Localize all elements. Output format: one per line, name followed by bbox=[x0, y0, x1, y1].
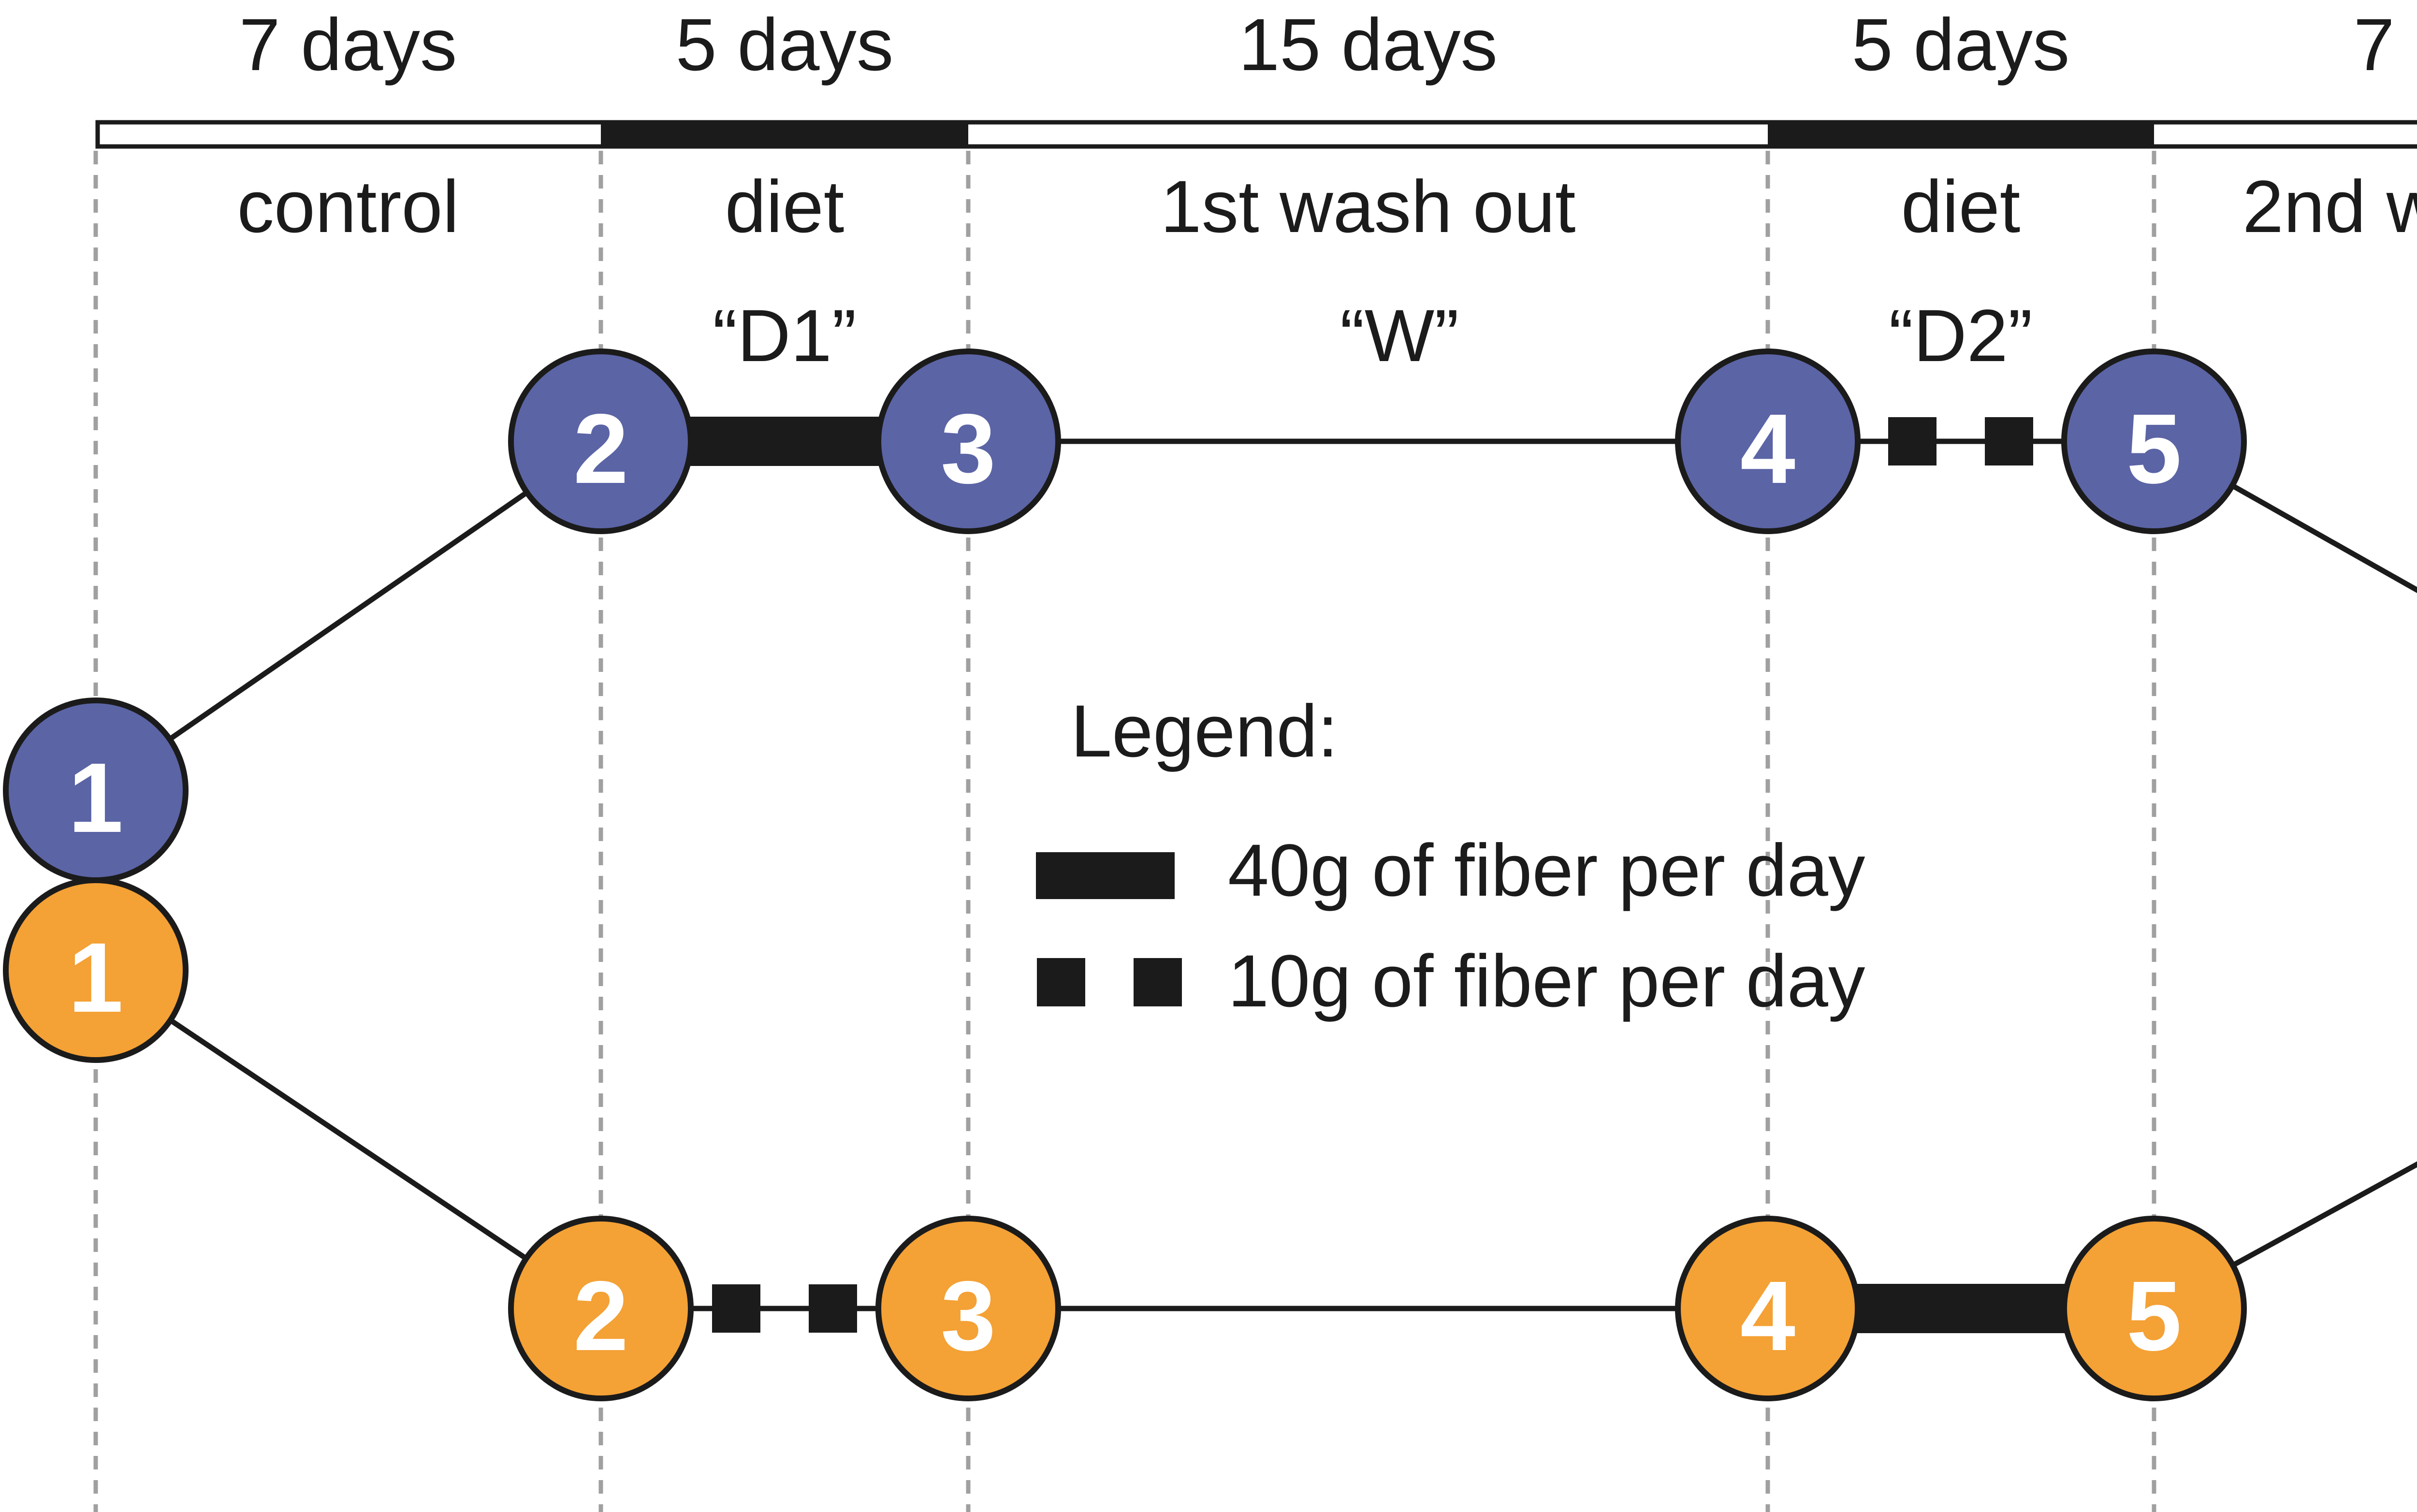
node-orange-3 bbox=[875, 1216, 1061, 1401]
phase-label-diet2: diet bbox=[1901, 165, 2021, 248]
legend-item-40g-label: 40g of fiber per day bbox=[1228, 829, 1865, 912]
dose-10g-square-blue-a bbox=[1888, 417, 1937, 465]
phase-label-diet1: diet bbox=[725, 165, 844, 248]
legend: Legend: 40g of fiber per day 10g of fibe… bbox=[1036, 690, 1865, 1022]
node-blue-1-number: 1 bbox=[68, 742, 123, 853]
legend-10g-square-icon-a bbox=[1037, 958, 1085, 1006]
duration-label-control: 7 days bbox=[239, 3, 457, 86]
node-orange-2-number: 2 bbox=[573, 1261, 628, 1371]
timeline-diet2-segment bbox=[1768, 120, 2154, 148]
node-orange-2 bbox=[508, 1216, 694, 1401]
timeline-bar bbox=[95, 120, 2417, 149]
connector-lines bbox=[94, 438, 2417, 1311]
period-code-d1: “D1” bbox=[713, 294, 856, 377]
duration-label-diet1: 5 days bbox=[676, 3, 894, 86]
node-blue-4-number: 4 bbox=[1740, 393, 1795, 504]
timeline-diet1-segment bbox=[601, 120, 968, 148]
duration-label-diet2: 5 days bbox=[1852, 3, 2070, 86]
node-blue-3 bbox=[875, 349, 1061, 534]
node-orange-4-number: 4 bbox=[1740, 1261, 1795, 1371]
period-code-labels: “D1” “W” “D2” bbox=[713, 294, 2032, 377]
period-code-w: “W” bbox=[1340, 294, 1459, 377]
node-orange-5 bbox=[2061, 1216, 2247, 1401]
connector-orange-1-2 bbox=[94, 968, 603, 1311]
blue-arm-nodes: 1 2 3 4 5 6 bbox=[3, 349, 2247, 883]
legend-10g-square-icon-b bbox=[1134, 958, 1182, 1006]
duration-label-washout1: 15 days bbox=[1238, 3, 1498, 86]
node-orange-4 bbox=[1675, 1216, 1861, 1401]
phase-labels: control diet 1st wash out diet 2nd wash … bbox=[237, 165, 2417, 248]
legend-title: Legend: bbox=[1071, 690, 1338, 772]
phase-label-washout1: 1st wash out bbox=[1161, 165, 1576, 248]
period-code-d2: “D2” bbox=[1889, 294, 2032, 377]
node-blue-2-number: 2 bbox=[573, 393, 628, 504]
connector-blue-1-2 bbox=[94, 439, 603, 793]
node-orange-1 bbox=[3, 877, 189, 1063]
node-blue-3-number: 3 bbox=[941, 393, 996, 504]
phase-label-washout2: 2nd wash out bbox=[2242, 165, 2417, 248]
node-orange-3-number: 3 bbox=[941, 1261, 996, 1371]
duration-labels: 7 days 5 days 15 days 5 days 7 days bbox=[239, 3, 2417, 86]
legend-40g-thick-bar-icon bbox=[1036, 852, 1175, 899]
phase-label-control: control bbox=[237, 165, 459, 248]
node-orange-1-number: 1 bbox=[68, 922, 123, 1033]
connector-orange-5-6 bbox=[2153, 1161, 2417, 1311]
legend-item-10g-label: 10g of fiber per day bbox=[1228, 940, 1865, 1022]
node-orange-5-number: 5 bbox=[2126, 1261, 2182, 1371]
connector-blue-5-6 bbox=[2153, 439, 2417, 593]
dose-10g-square-orange-b bbox=[809, 1284, 857, 1333]
dose-10g-square-blue-b bbox=[1985, 417, 2033, 465]
dose-10g-square-orange-a bbox=[712, 1284, 760, 1333]
node-blue-5-number: 5 bbox=[2126, 393, 2182, 504]
node-blue-4 bbox=[1675, 349, 1861, 534]
orange-arm-nodes: 1 2 3 4 5 6 bbox=[3, 877, 2247, 1401]
node-blue-5 bbox=[2061, 349, 2247, 534]
node-blue-2 bbox=[508, 349, 694, 534]
duration-label-washout2: 7 days bbox=[2354, 3, 2417, 86]
